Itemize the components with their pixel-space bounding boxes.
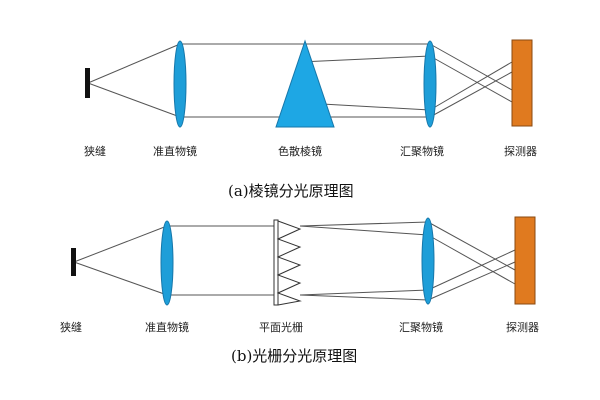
detector-b	[514, 216, 536, 305]
label-collimator-a: 准直物镜	[153, 144, 197, 158]
label-collimator-b: 准直物镜	[145, 320, 189, 334]
label-detector-b: 探测器	[506, 321, 539, 334]
label-detector-a: 探测器	[504, 145, 537, 158]
label-slit-a: 狭缝	[84, 144, 106, 158]
collimator-lens-a	[173, 40, 187, 128]
focusing-lens-a	[423, 40, 437, 128]
focusing-lens-b	[421, 217, 435, 305]
label-focusing-a: 汇聚物镜	[400, 144, 444, 158]
dispersion-prism	[275, 39, 335, 128]
collimator-lens-b	[160, 220, 174, 306]
caption-a: (a)棱镜分光原理图	[228, 182, 354, 200]
label-focusing-b: 汇聚物镜	[399, 320, 443, 334]
label-slit-b: 狭缝	[60, 320, 82, 334]
plane-grating	[273, 219, 302, 306]
label-prism: 色散棱镜	[278, 144, 322, 158]
slit-a	[85, 68, 90, 98]
slit-b	[71, 248, 76, 276]
caption-b: (b)光栅分光原理图	[231, 347, 357, 365]
panel-b-rays	[73, 221, 516, 301]
panel-b: 狭缝 准直物镜 平面光栅 汇聚物镜 探测器 (b)光栅分光原理图	[60, 216, 539, 365]
panel-a: 狭缝 准直物镜 色散棱镜 汇聚物镜 探测器 (a)棱镜分光原理图	[84, 39, 537, 200]
label-grating: 平面光栅	[259, 320, 303, 334]
detector-a	[511, 39, 533, 127]
